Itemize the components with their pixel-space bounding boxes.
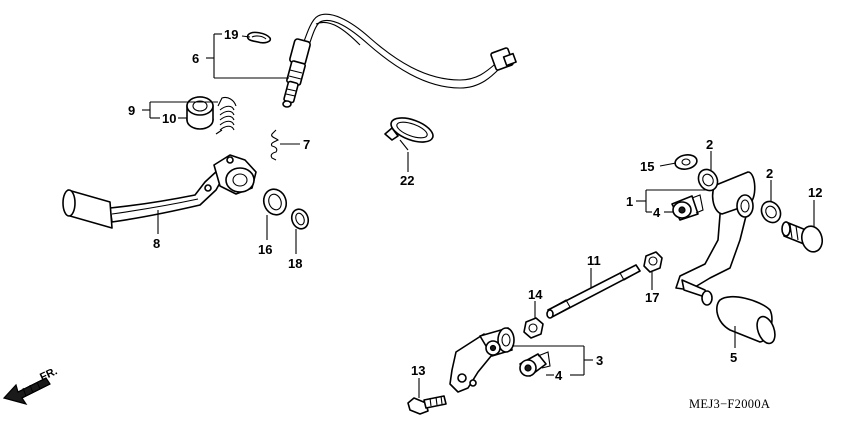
switch-harness — [282, 13, 517, 108]
seal-2a — [697, 168, 719, 192]
callout-14: 14 — [528, 287, 543, 302]
front-direction-arrow: FR. — [2, 365, 59, 406]
callout-2-right: 2 — [766, 166, 773, 181]
callout-22: 22 — [400, 173, 414, 188]
callout-6: 6 — [192, 51, 199, 66]
callout-3: 3 — [596, 353, 603, 368]
shift-pedal-5 — [675, 171, 776, 345]
joint-4-lower — [519, 351, 551, 377]
spring-7 — [270, 129, 279, 161]
callout-17: 19 — [224, 27, 238, 42]
callout-4-lower: 4 — [555, 368, 563, 383]
return-spring-9 — [215, 96, 237, 135]
nut-14 — [523, 317, 544, 339]
callouts: 19 6 9 10 7 22 8 16 18 15 2 2 12 1 4 11 … — [128, 27, 822, 383]
callout-16: 16 — [258, 242, 272, 257]
callout-15: 15 — [640, 159, 654, 174]
callout-2-upper: 2 — [706, 137, 713, 152]
step-pedal-8 — [62, 154, 257, 229]
clip-17 — [246, 31, 272, 44]
callout-9: 9 — [128, 103, 135, 118]
clamp-22 — [384, 117, 434, 151]
bolt-13 — [407, 395, 447, 415]
joint-4-upper — [671, 194, 704, 221]
callout-5: 5 — [730, 350, 737, 365]
collar-10 — [186, 96, 214, 130]
callout-10: 10 — [162, 111, 176, 126]
tie-rod-11 — [546, 264, 641, 319]
circlip-19 — [290, 208, 310, 230]
leader-lines — [142, 33, 815, 398]
washer-16 — [262, 188, 288, 216]
seal-2b — [760, 200, 782, 224]
callout-7: 7 — [303, 137, 310, 152]
shift-arm-3 — [449, 327, 515, 393]
front-direction-label: FR. — [38, 365, 59, 383]
callout-11: 11 — [587, 253, 601, 268]
callout-4-upper: 4 — [653, 205, 661, 220]
callout-1: 1 — [626, 194, 633, 209]
callout-19: 18 — [288, 256, 302, 271]
nut-18 — [643, 251, 663, 273]
washer-15 — [674, 154, 698, 170]
callout-8: 8 — [153, 236, 160, 251]
callout-18: 17 — [645, 290, 659, 305]
callout-12: 12 — [808, 185, 822, 200]
diagram-code: MEJ3−F2000A — [689, 397, 770, 411]
callout-13: 13 — [411, 363, 425, 378]
pivot-bolt-12 — [781, 221, 824, 253]
